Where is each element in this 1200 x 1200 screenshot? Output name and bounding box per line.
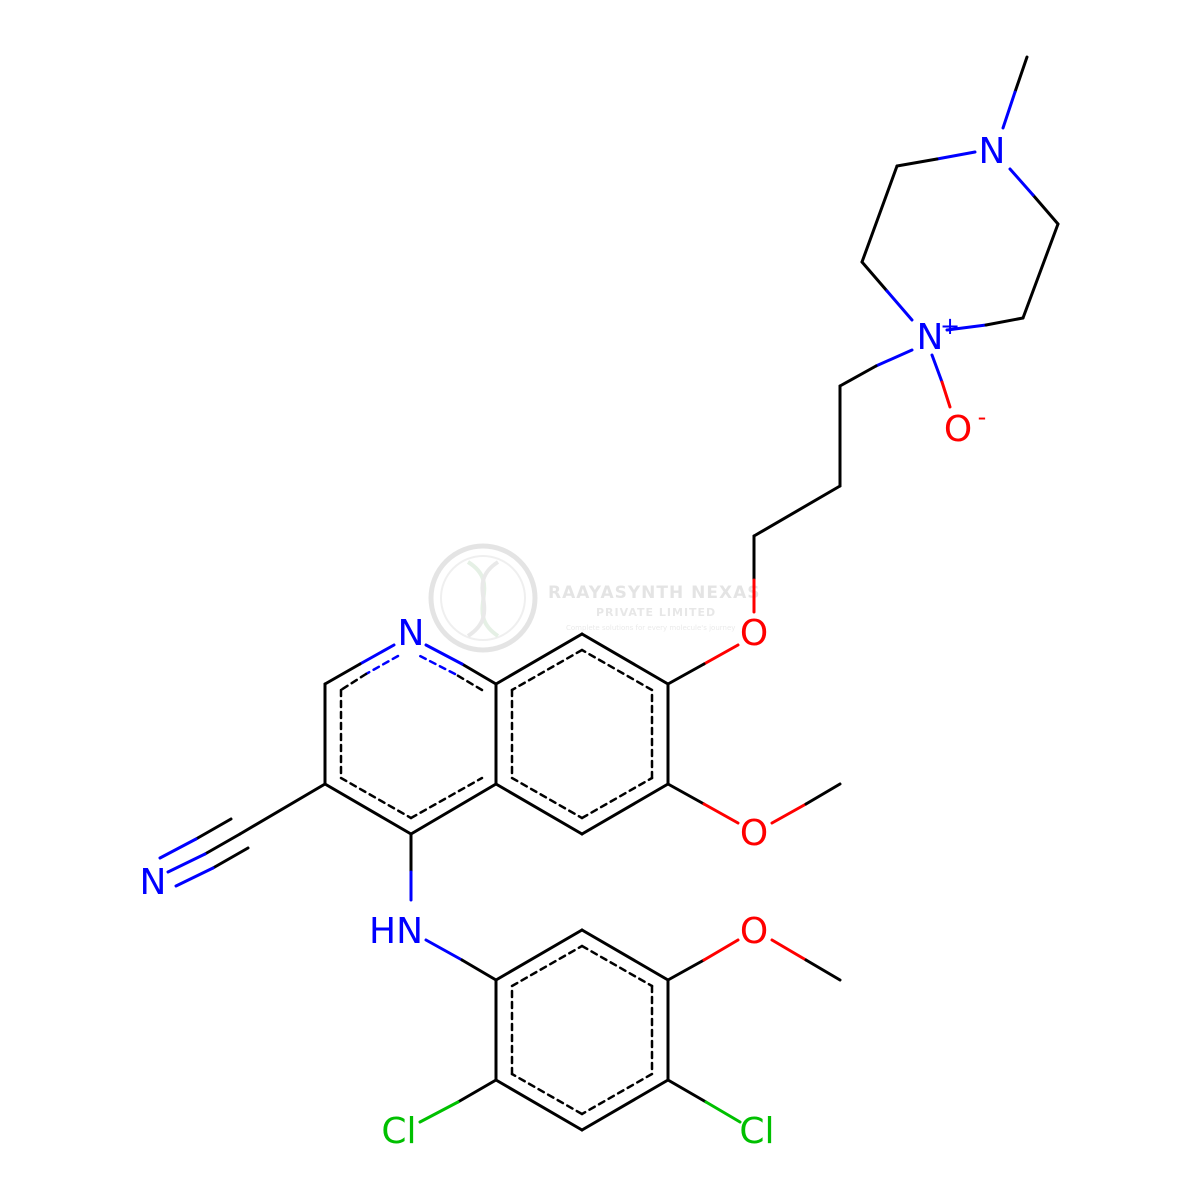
- bond-p5: [409, 782, 498, 836]
- arom-r4: [580, 1072, 654, 1116]
- bond-c-left-vertical: [860, 164, 899, 264]
- bond-o-ring-c: [666, 662, 706, 686]
- watermark-tagline: Complete solutions for every molecule's …: [566, 624, 735, 632]
- bond-n-oxide-o: [940, 380, 952, 409]
- arom-r5: [510, 1072, 584, 1116]
- watermark-title: RAAYASYNTH NEXAS: [548, 583, 761, 603]
- arom-b2: [510, 648, 584, 692]
- bond-n2-c-right: [945, 323, 988, 332]
- bond-c-n2-left-hetero: [885, 289, 914, 322]
- watermark-logo-ring: [428, 543, 538, 653]
- bond-p2-hetero: [358, 643, 396, 666]
- bond-r2: [580, 928, 670, 982]
- atom-n-oxide-charge: +: [940, 312, 960, 340]
- bond-nh-ph: [460, 958, 498, 982]
- bond-p4: [323, 782, 413, 836]
- arom-p2-hetero: [364, 654, 400, 676]
- bond-r5: [494, 1078, 584, 1132]
- bond-b2: [494, 632, 584, 686]
- arom-p4: [339, 776, 413, 820]
- atom-n-methyl-piperazine: N: [979, 131, 1006, 172]
- bond-ph-omethoxy-ch3: [804, 958, 842, 982]
- bond-triple-b-hetero: [158, 837, 198, 860]
- arom-b1: [580, 648, 654, 692]
- arom-b4: [510, 776, 584, 820]
- bond-ph-cl-left-hetero: [418, 1100, 460, 1124]
- bond-methyl-n: [1013, 55, 1029, 94]
- bond-c-right-n1-hetero: [1008, 167, 1035, 197]
- bond-methyl-n-hetero: [1001, 90, 1017, 130]
- bond-chain-3: [752, 484, 842, 538]
- atom-labels: N N + O - O N O N HN O Cl Cl: [140, 131, 1006, 1152]
- bond-b4: [494, 782, 584, 836]
- atom-o-oxide: O: [944, 409, 972, 450]
- bond-c-left-top: [895, 157, 939, 168]
- bond-ph-omethoxy: [666, 958, 706, 982]
- watermark: RAAYASYNTH NEXAS PRIVATE LIMITED Complet…: [428, 543, 761, 653]
- atom-n-nitrile: N: [140, 862, 167, 903]
- bond-omethoxy-ch3: [804, 782, 842, 806]
- bond-ph-omethoxy-hetero: [702, 938, 740, 962]
- atom-cl-left: Cl: [381, 1111, 416, 1152]
- bond-c-right-vertical: [1021, 222, 1060, 320]
- atom-nh-amine: HN: [369, 911, 423, 952]
- bond-n2-chain: [874, 348, 914, 368]
- bond-c-omethoxy: [666, 782, 706, 806]
- bond-omethoxy-ch3-hetero: [770, 802, 808, 825]
- bond-chain-1: [838, 364, 878, 388]
- arom-p1: [453, 672, 484, 692]
- bond-r4: [580, 1078, 670, 1132]
- bond-ph-omethoxy-ch3-hetero: [770, 938, 808, 962]
- bond-b1: [580, 632, 670, 686]
- bond-b5: [580, 782, 670, 836]
- atom-o-oxide-charge: -: [978, 403, 987, 431]
- bond-c-right-bottom: [984, 316, 1025, 327]
- atom-n-oxide: N: [917, 317, 944, 358]
- bond-r1: [494, 928, 584, 982]
- atom-n-quinoline: N: [398, 613, 425, 654]
- bond-n1-c-left: [935, 150, 977, 161]
- bond-nh-ph-hetero: [424, 938, 464, 962]
- bond-p1: [460, 662, 498, 686]
- watermark-logo-inner: [440, 555, 526, 641]
- bond-ph-cl-right: [666, 1078, 708, 1104]
- arom-p1-hetero: [418, 654, 457, 676]
- watermark-helix-icon-2: [466, 560, 500, 638]
- bond-c-n2-left: [860, 260, 889, 293]
- bond-ph-cl-right-hetero: [704, 1100, 742, 1124]
- bond-triple-c: [211, 846, 250, 870]
- watermark-subtitle: PRIVATE LIMITED: [596, 606, 716, 619]
- bonds: [158, 55, 1060, 1132]
- arom-p5: [409, 776, 484, 820]
- arom-r1: [510, 944, 584, 988]
- bond-triple-a-hetero: [166, 852, 207, 874]
- atom-o-propoxy: O: [740, 613, 768, 654]
- bond-n-oxide: [930, 353, 944, 384]
- bond-p1-hetero: [424, 643, 464, 666]
- arom-r2: [580, 944, 654, 988]
- bond-triple-a: [203, 832, 242, 856]
- bond-c-right-n1: [1031, 193, 1060, 226]
- atom-cl-right: Cl: [739, 1111, 774, 1152]
- arom-p2: [339, 672, 368, 692]
- bond-o-ring: [702, 643, 740, 666]
- bond-triple-c-hetero: [174, 866, 215, 888]
- bond-c-cn: [238, 782, 327, 836]
- atom-o-methoxy-phenyl: O: [740, 911, 768, 952]
- bond-c-omethoxy-hetero: [702, 802, 740, 825]
- arom-b5: [580, 776, 654, 820]
- bond-p2: [323, 662, 362, 686]
- atom-o-methoxy-quinoline: O: [740, 813, 768, 854]
- bond-triple-b: [194, 817, 233, 841]
- bond-ph-cl-left: [456, 1078, 498, 1104]
